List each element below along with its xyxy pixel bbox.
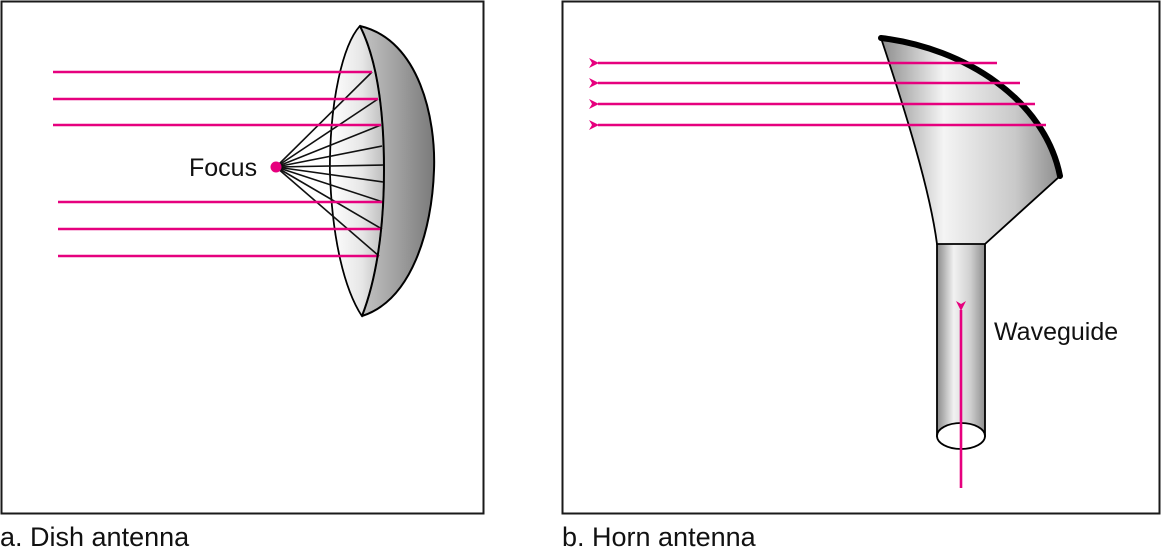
focus-label: Focus [189, 154, 257, 182]
horn-panel: Waveguide b. Horn antenna [561, 0, 1161, 552]
horn-caption: b. Horn antenna [562, 522, 757, 552]
dish-feed-lines [275, 71, 384, 257]
dish-rays [53, 70, 383, 258]
waveguide-label: Waveguide [994, 318, 1118, 346]
focus-point [270, 161, 282, 173]
horn-rays [589, 58, 1046, 130]
horn-panel-frame [561, 0, 1161, 515]
dish-panel: Focus a. Dish antenna [0, 0, 485, 552]
dish-rim [359, 25, 386, 317]
dish-caption: a. Dish antenna [0, 522, 190, 552]
